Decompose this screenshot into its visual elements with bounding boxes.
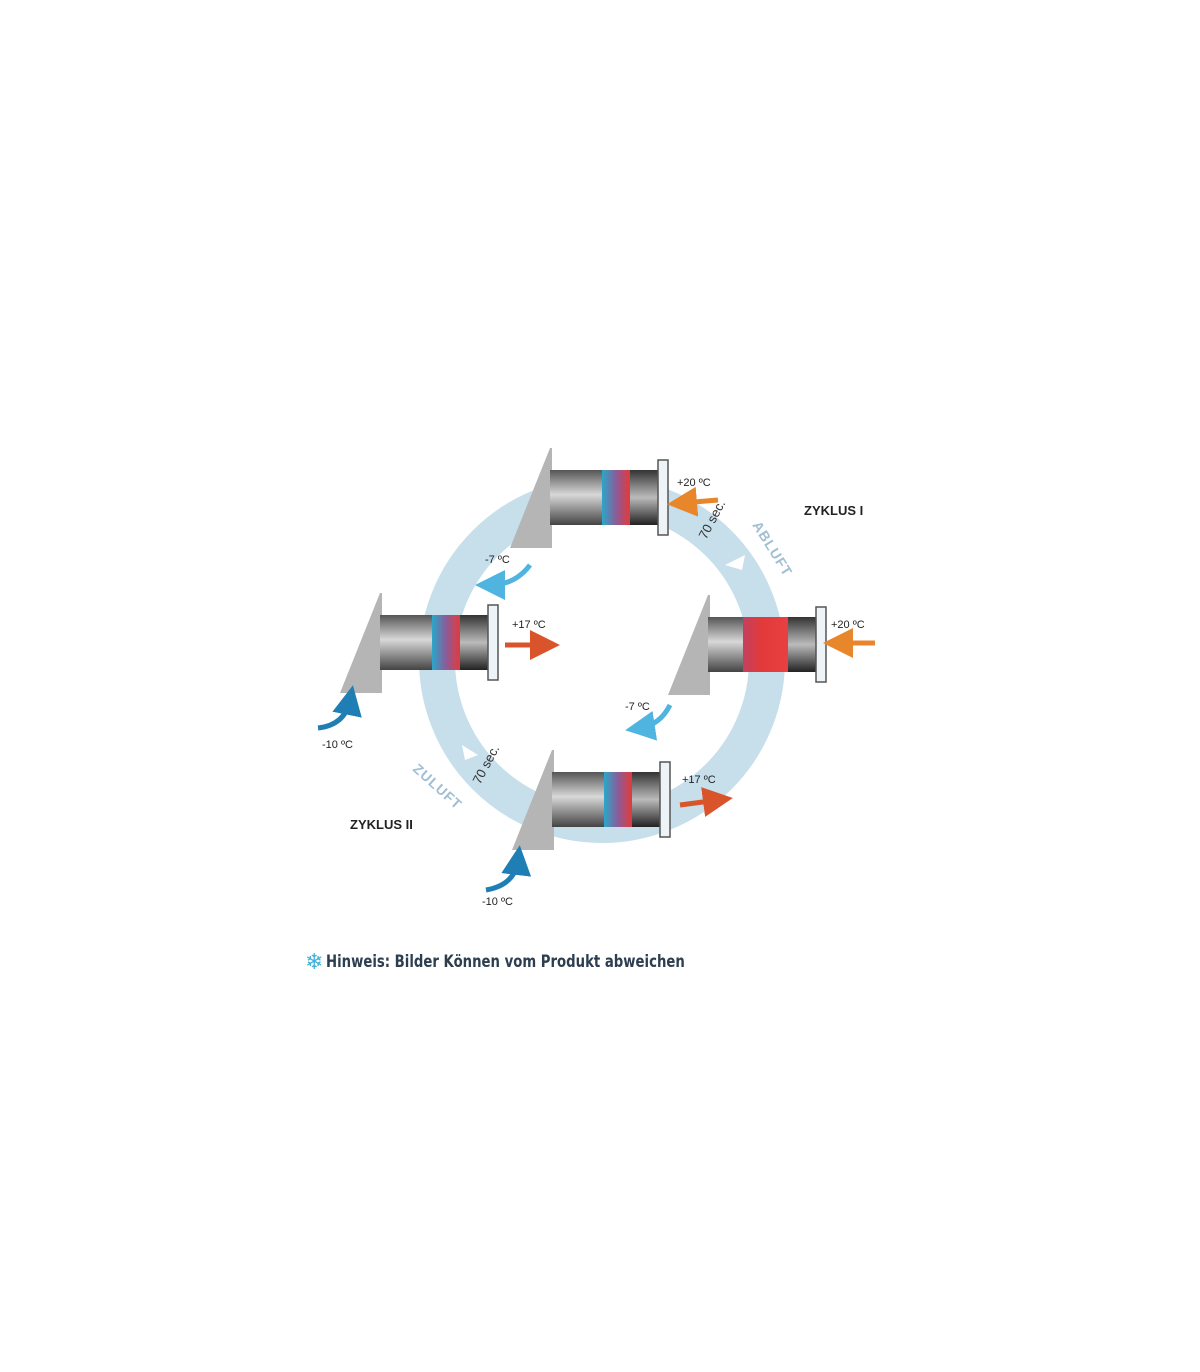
disclaimer-text: Hinweis: Bilder Können vom Produkt abwei… — [326, 952, 686, 972]
ring-direction-marker — [725, 555, 745, 570]
ventilator-unit-top — [509, 447, 669, 549]
disclaimer-note: ❄ Hinweis: Bilder Können vom Produkt abw… — [305, 951, 786, 973]
temp-left-indoor: +17 ºC — [512, 619, 546, 631]
ring-direction-marker — [462, 745, 478, 760]
arrow-icon — [317, 486, 875, 893]
ventilator-unit-left — [339, 592, 499, 694]
cycle-2-label: ZYKLUS II — [350, 817, 413, 832]
temp-right-indoor: +20 ºC — [831, 619, 865, 631]
temp-top-outdoor: -7 ºC — [485, 554, 510, 566]
temp-bottom-outdoor: -10 ºC — [482, 896, 513, 908]
temp-left-outdoor: -10 ºC — [322, 739, 353, 751]
temp-top-indoor: +20 ºC — [677, 477, 711, 489]
temp-right-outdoor: -7 ºC — [625, 701, 650, 713]
snowflake-icon: ❄ — [305, 949, 324, 974]
cycle-1-label: ZYKLUS I — [804, 503, 863, 518]
temp-bottom-indoor: +17 ºC — [682, 774, 716, 786]
